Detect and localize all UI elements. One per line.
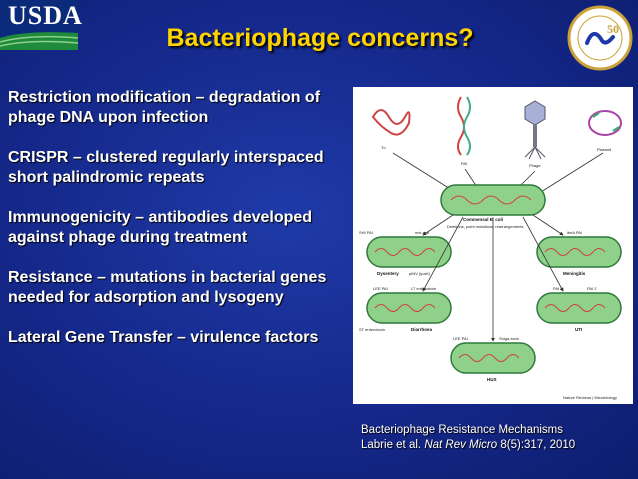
caption-authors: Labrie et al. xyxy=(361,439,422,451)
label-plasmid: Plasmid xyxy=(597,147,611,152)
label-phage: Phage xyxy=(529,163,541,168)
badge-number: 50 xyxy=(607,22,619,36)
label-commensal: Commensal E. coli xyxy=(463,217,503,222)
transposon-icon: Tn xyxy=(371,109,411,150)
meningitis-cell: ibeA PAI Meningitis xyxy=(536,230,622,276)
label-pai: PAI xyxy=(461,161,467,166)
label-meningitis: Meningitis xyxy=(563,271,586,276)
label-uti: UTI xyxy=(575,327,582,332)
bullet-lateral-gene-transfer: Lateral Gene Transfer – virulence factor… xyxy=(8,329,319,346)
label-pai-1: PAI 1 xyxy=(553,286,563,291)
figure-caption: Bacteriophage Resistance Mechanisms Labr… xyxy=(361,423,575,453)
label-tn: Tn xyxy=(381,145,386,150)
phage-icon: Phage xyxy=(524,100,546,168)
diarrhoea-cell: LEE PAI LT enterotoxin ST enterotoxin Di… xyxy=(359,286,452,332)
usda-logo-text: USDA xyxy=(8,1,83,30)
bullet-restriction: Restriction modification – degradation o… xyxy=(8,89,321,126)
label-pinv: pINV (ipaH) xyxy=(409,271,431,276)
slide-title: Bacteriophage concerns? xyxy=(166,24,474,52)
resistance-mechanisms-figure: Tn PAI Phage Plasmid Commensal E. coli xyxy=(353,87,633,404)
hus-cell: LEE PAI Shiga-toxin HUS xyxy=(450,336,536,382)
usda-logo: USDA xyxy=(0,0,82,50)
label-mxi-spa: mxi-spa xyxy=(415,230,430,235)
label-diarrhoea: Diarrhoea xyxy=(411,327,433,332)
bullet-list: Restriction modification – degradation o… xyxy=(8,88,353,368)
bullet-immunogenicity: Immunogenicity – antibodies developed ag… xyxy=(8,209,313,246)
label-lee-pai-hus: LEE PAI xyxy=(453,336,468,341)
label-dysentery: Dysentery xyxy=(377,271,399,276)
label-ibea-pai: ibeA PAI xyxy=(567,230,582,235)
figure-diagram: Tn PAI Phage Plasmid Commensal E. coli xyxy=(359,96,622,400)
bullet-resistance: Resistance – mutations in bacterial gene… xyxy=(8,269,327,306)
commensal-ecoli-cell: Commensal E. coli Deletions, point mutat… xyxy=(440,184,546,229)
label-hus: HUS xyxy=(487,377,497,382)
plasmid-icon: Plasmid xyxy=(588,110,622,152)
dysentery-cell: SHI PAI mxi-spa Dysentery pINV (ipaH) xyxy=(359,230,452,276)
label-pai-2: PAI 2 xyxy=(587,286,597,291)
caption-ref: 8(5):317, 2010 xyxy=(500,439,576,451)
label-shiga-toxin: Shiga-toxin xyxy=(499,336,519,341)
pai-icon: PAI xyxy=(457,96,471,166)
label-shi-pai: SHI PAI xyxy=(359,230,373,235)
label-mutations: Deletions, point mutations, rearrangemen… xyxy=(447,224,523,229)
label-lee-pai: LEE PAI xyxy=(373,286,388,291)
caption-title: Bacteriophage Resistance Mechanisms xyxy=(361,424,563,436)
anniversary-seal: 50 xyxy=(567,5,633,71)
bullet-crispr: CRISPR – clustered regularly interspaced… xyxy=(8,149,324,186)
caption-citation: Labrie et al. Nat Rev Micro 8(5):317, 20… xyxy=(361,438,575,453)
uti-cell: PAI 1 PAI 2 UTI xyxy=(536,286,622,332)
caption-journal: Nat Rev Micro xyxy=(424,439,498,451)
figure-credit: Nature Reviews | Microbiology xyxy=(563,395,617,400)
label-st-enterotoxin: ST enterotoxin xyxy=(359,327,385,332)
